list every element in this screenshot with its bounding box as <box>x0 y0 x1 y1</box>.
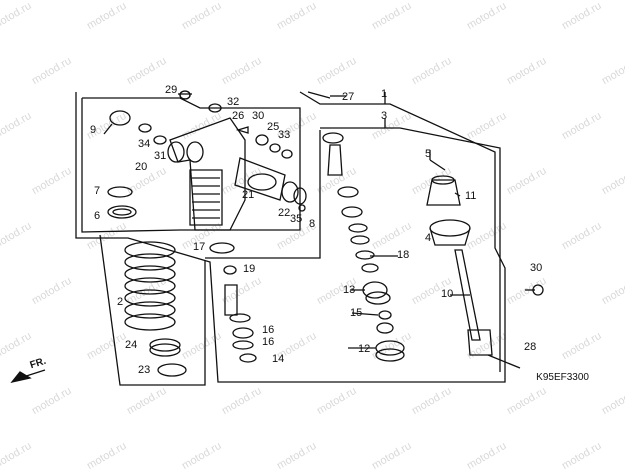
ring-6 <box>107 205 137 219</box>
part-label-14: 14 <box>272 353 284 365</box>
bolt-29 <box>487 354 521 369</box>
part-label-34: 34 <box>138 138 150 150</box>
bolt-28 <box>307 91 331 99</box>
part-label-8: 8 <box>309 218 315 230</box>
part-label-35: 35 <box>290 213 302 225</box>
collar-25 <box>149 338 181 352</box>
group-outline-2 <box>320 127 501 372</box>
part-label-1: 1 <box>381 88 387 100</box>
part-label-28: 28 <box>524 341 536 353</box>
part-label-3: 3 <box>381 110 387 122</box>
part-label-24: 24 <box>125 339 137 351</box>
damper-body <box>426 175 493 356</box>
part-label-29: 29 <box>165 84 177 96</box>
part-number-labels: 1234567891011121314151616171819202122232… <box>90 84 542 376</box>
part-label-30: 30 <box>530 262 542 274</box>
part-label-2: 2 <box>117 296 123 308</box>
part-label-6: 6 <box>94 210 100 222</box>
part-label-27: 27 <box>342 91 354 103</box>
spring-2 <box>124 241 176 331</box>
part-label-19: 19 <box>243 263 255 275</box>
part-label-4: 4 <box>425 232 431 244</box>
group-outline-1 <box>75 91 506 383</box>
part-label-33: 33 <box>278 129 290 141</box>
part-label-21: 21 <box>242 189 254 201</box>
part-label-12: 12 <box>358 343 370 355</box>
part-label-17: 17 <box>193 241 205 253</box>
part-label-11: 11 <box>465 190 476 202</box>
part-label-9: 9 <box>90 124 96 136</box>
ring-7 <box>107 186 133 198</box>
part-label-7: 7 <box>94 185 100 197</box>
part-label-22: 22 <box>278 207 290 219</box>
valve-stack <box>322 132 405 362</box>
group-outline-5 <box>99 234 206 386</box>
part-label-18: 18 <box>397 249 409 261</box>
part-label-32: 32 <box>227 96 239 108</box>
collar-24 <box>157 363 187 377</box>
part-label-30: 30 <box>252 110 264 122</box>
ring-22 <box>298 204 306 212</box>
part-label-16: 16 <box>262 336 274 348</box>
diagram-code: K95EF3300 <box>536 372 589 383</box>
part-label-16: 16 <box>262 324 274 336</box>
part-label-25: 25 <box>267 121 279 133</box>
nut-30a <box>179 90 191 100</box>
part-label-13: 13 <box>343 284 355 296</box>
part-label-23: 23 <box>138 364 150 376</box>
part-label-26: 26 <box>232 110 244 122</box>
part-label-10: 10 <box>441 288 453 300</box>
part-label-5: 5 <box>425 148 431 160</box>
ring-17 <box>209 242 235 254</box>
group-outline-3 <box>205 130 321 259</box>
part-label-20: 20 <box>135 161 147 173</box>
part-label-15: 15 <box>350 307 362 319</box>
part-label-31: 31 <box>154 150 166 162</box>
group-outline-4 <box>81 97 301 233</box>
piston-stack <box>223 265 257 363</box>
reservoir-assembly <box>109 90 307 231</box>
